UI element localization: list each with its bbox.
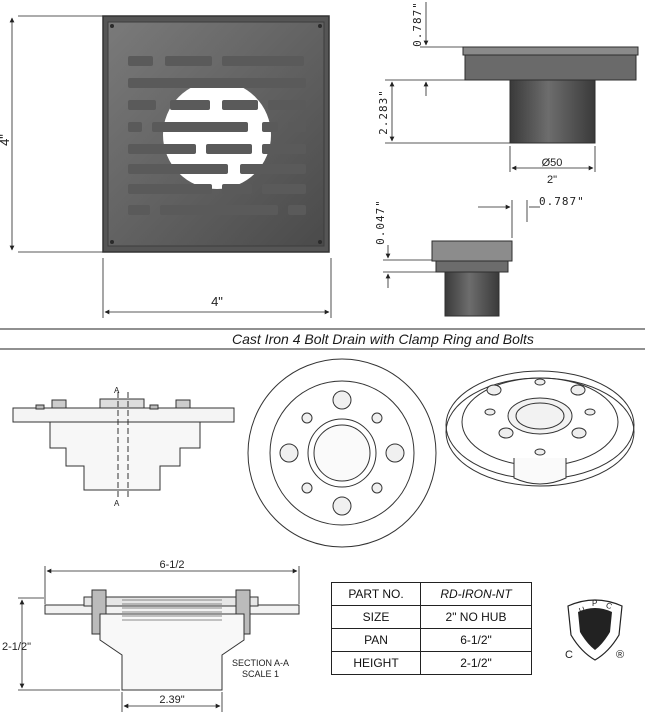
drain-elevation (12, 392, 235, 500)
pipe-size-dim: 2" (547, 174, 557, 186)
spec-table: PART NO. RD-IRON-NT SIZE 2" NO HUB PAN 6… (331, 582, 532, 675)
outlet-width-dim: 2.39" (159, 694, 184, 706)
spec-value: 2" NO HUB (420, 605, 532, 629)
grate-dimensions (9, 15, 332, 318)
section-height-dim: 2-1/2" (2, 641, 31, 653)
upc-c-mark: C (565, 649, 573, 661)
upc-letter-p: P (592, 599, 597, 608)
side-view-dimensions (385, 2, 596, 172)
spec-key: SIZE (331, 605, 421, 629)
spec-row-part-no: PART NO. RD-IRON-NT (331, 582, 532, 606)
adjusted-view (431, 240, 513, 317)
spec-value: 2-1/2" (420, 651, 532, 675)
section-marker-bottom: A (114, 499, 120, 508)
spec-value: RD-IRON-NT (420, 582, 532, 606)
grate-top-view (102, 15, 330, 253)
upc-letter-c: C (605, 601, 614, 612)
adjusted-view-dimensions (383, 200, 540, 288)
spec-key: PAN (331, 628, 421, 652)
grate-width-dim: 4" (211, 294, 223, 309)
grate-height-dim: 4" (0, 134, 12, 146)
upc-registered-mark: ® (616, 649, 624, 661)
section-view (44, 589, 300, 691)
drain-isometric (445, 370, 635, 487)
drain-plan-view (247, 358, 437, 548)
spec-row-size: SIZE 2" NO HUB (331, 605, 532, 629)
body-height-dim: 2.283" (377, 89, 390, 135)
section-dimensions (18, 566, 300, 712)
upc-letter-u: U (578, 605, 587, 616)
section-label: SECTION A-A SCALE 1 (232, 658, 289, 680)
spec-row-height: HEIGHT 2-1/2" (331, 651, 532, 675)
section-label-scale: SCALE 1 (241, 669, 280, 679)
section-width-dim: 6-1/2 (159, 559, 184, 571)
drawing-caption: Cast Iron 4 Bolt Drain with Clamp Ring a… (232, 331, 534, 347)
pipe-diameter-dim: Ø50 (542, 157, 563, 169)
top-offset-dim: 0.787" (539, 195, 585, 208)
upc-logo: U P C C ® (565, 599, 624, 661)
spec-value: 6-1/2" (420, 628, 532, 652)
spec-key: HEIGHT (331, 651, 421, 675)
spec-key: PART NO. (331, 582, 421, 606)
section-label-title: SECTION A-A (232, 658, 290, 668)
section-marker-top: A (114, 386, 120, 395)
side-view (462, 46, 639, 144)
spec-row-pan: PAN 6-1/2" (331, 628, 532, 652)
flange-offset-dim: 0.047" (374, 199, 387, 245)
top-thickness-dim: 0.787" (411, 1, 424, 47)
